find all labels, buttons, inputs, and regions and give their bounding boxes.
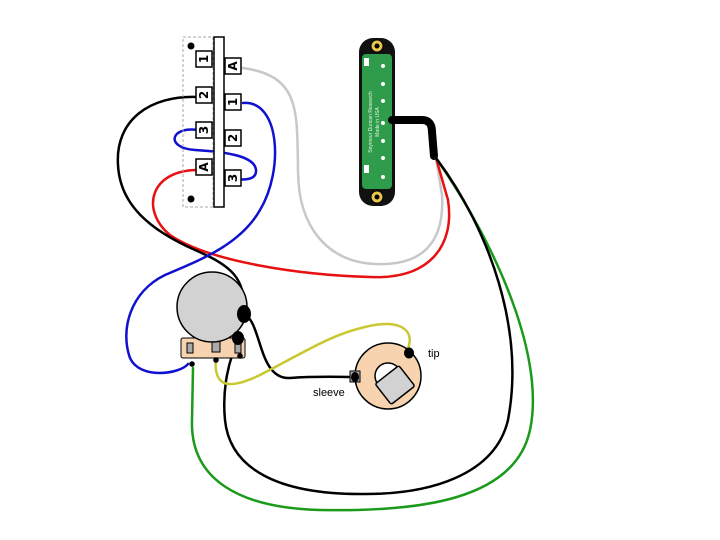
switch-terminal-a-left[interactable]: A	[195, 158, 213, 176]
wire-blue	[125, 101, 277, 375]
switch-dashed-outline	[182, 36, 214, 208]
svg-text:1: 1	[197, 55, 211, 63]
potentiometer[interactable]	[176, 271, 251, 367]
pickup-pads	[364, 58, 385, 179]
wire-green	[190, 156, 535, 512]
jack-tip-solder	[404, 347, 414, 359]
switch-bar	[213, 36, 225, 208]
pickup-cable	[388, 116, 438, 160]
switch-terminal-2[interactable]: 2	[195, 86, 213, 104]
svg-text:3: 3	[226, 174, 240, 182]
switch-terminal-1-right[interactable]: 1	[224, 93, 242, 111]
switch-terminal-2-right[interactable]: 2	[224, 129, 242, 147]
switch-terminal-3[interactable]: 3	[195, 121, 213, 139]
switch-terminal-a-right[interactable]: A	[224, 57, 242, 75]
switch-terminal-1[interactable]: 1	[195, 50, 213, 68]
switch-mount-dot-top	[187, 42, 195, 50]
svg-text:3: 3	[197, 126, 211, 134]
wire-yellow	[214, 322, 411, 386]
wire-red	[151, 156, 451, 279]
pickup-brand-text: Seymour Duncan Research	[368, 91, 374, 153]
pot-solder-bottom	[232, 331, 244, 345]
jack-sleeve-solder	[351, 372, 359, 382]
pickup[interactable]: Seymour Duncan Research Made in USA	[359, 38, 395, 206]
wire-black-switch	[116, 95, 246, 313]
output-jack[interactable]	[349, 342, 422, 410]
svg-text:2: 2	[197, 91, 211, 99]
jack-sleeve-label: sleeve	[313, 387, 345, 399]
switch-terminal-3-right[interactable]: 3	[224, 169, 242, 187]
svg-text:1: 1	[226, 98, 240, 106]
pot-solder-points	[189, 353, 243, 367]
pot-lugs	[186, 340, 242, 354]
svg-text:2: 2	[226, 134, 240, 142]
jack-tip-prong	[375, 365, 415, 405]
pickup-board	[362, 54, 392, 189]
switch[interactable]: 1 2 3 A A 1 2 3	[182, 36, 242, 208]
wire-black-pickup	[223, 156, 514, 496]
switch-mount-dot-bottom	[187, 195, 195, 203]
wire-blue-jumper	[173, 128, 258, 181]
svg-text:A: A	[226, 61, 240, 71]
pot-solder-top	[237, 305, 251, 323]
wire-gray	[241, 66, 444, 266]
pickup-origin-text: Made in USA	[375, 107, 381, 137]
jack-tip-label: tip	[428, 348, 440, 360]
svg-text:A: A	[197, 162, 211, 172]
wire-black-sleeve	[242, 312, 358, 380]
